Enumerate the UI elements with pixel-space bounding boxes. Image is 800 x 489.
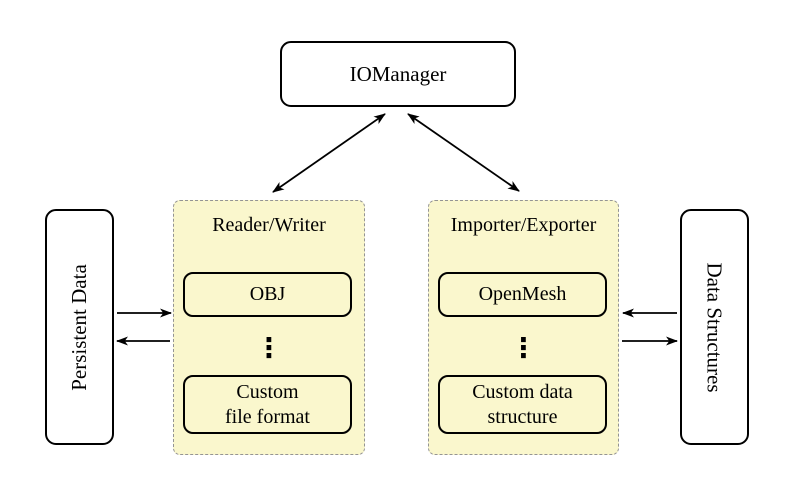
io-manager-node: IOManager — [280, 41, 516, 107]
openmesh-label: OpenMesh — [478, 283, 567, 306]
io-manager-label: IOManager — [349, 61, 447, 86]
data-structures-label: Data Structures — [703, 261, 728, 393]
obj-node: OBJ — [183, 272, 352, 317]
vertical-ellipsis: ⋮ — [510, 332, 537, 364]
data-structures-node: Data Structures — [680, 209, 749, 445]
persistent-data-label: Persistent Data — [67, 263, 91, 391]
custom-file-format-node: Custom file format — [183, 375, 352, 434]
arrow-iomanager-readerwriter — [272, 113, 386, 193]
vertical-ellipsis: ⋮ — [255, 332, 283, 364]
custom-data-structure-label: Custom data structure — [472, 381, 573, 428]
obj-label: OBJ — [249, 283, 286, 306]
importer-exporter-panel: Importer/Exporter OpenMesh ⋮ Custom data… — [428, 200, 619, 455]
arrow-iomanager-importerexporter — [407, 113, 520, 192]
persistent-data-node: Persistent Data — [45, 209, 114, 445]
openmesh-node: OpenMesh — [438, 272, 607, 317]
reader-writer-panel: Reader/Writer OBJ ⋮ Custom file format — [173, 200, 365, 455]
importer-exporter-title: Importer/Exporter — [450, 214, 597, 236]
reader-writer-title: Reader/Writer — [212, 214, 326, 236]
custom-file-format-label: Custom file format — [225, 381, 310, 428]
custom-data-structure-node: Custom data structure — [438, 375, 607, 434]
